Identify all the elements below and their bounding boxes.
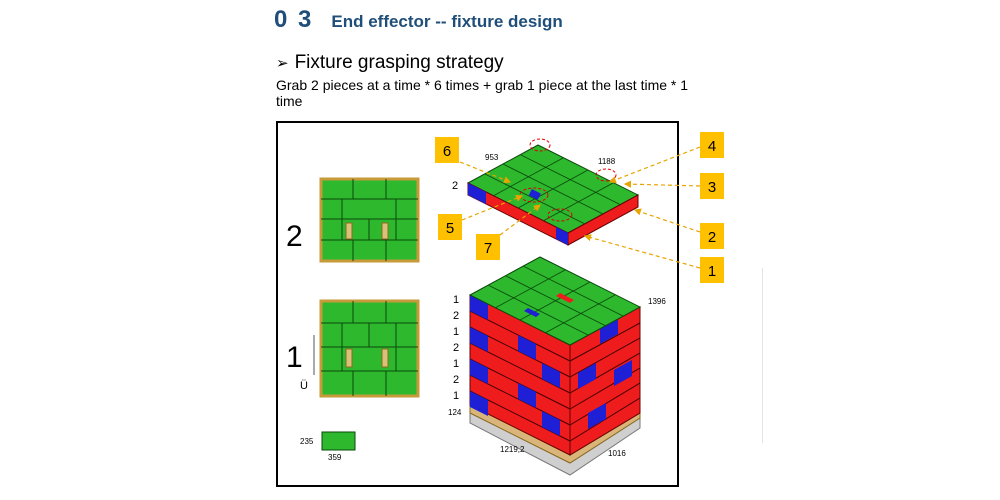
slide-header: 0 3 End effector -- fixture design [274, 6, 563, 34]
top-dim-right-label: 1188 [598, 157, 616, 166]
layer-2-pattern [319, 177, 420, 263]
subheading: ➢ Fixture grasping strategy [276, 52, 504, 74]
pallet-height-label: 124 [448, 408, 462, 417]
top-layer-label: 2 [452, 180, 458, 192]
stack-layer-labels: 1 2 1 2 1 2 1 [453, 294, 459, 402]
box-width-label: 235 [300, 437, 314, 446]
layer-1-label: 1 [286, 341, 303, 374]
callout-label: 2 [708, 229, 716, 246]
callout-6: 6 [435, 137, 459, 163]
stack-layer-label: 1 [453, 294, 459, 306]
callout-label: 7 [484, 240, 492, 257]
stack-layer-label: 1 [453, 390, 459, 402]
description-text: Grab 2 pieces at a time * 6 times + grab… [276, 77, 689, 109]
callout-3: 3 [700, 173, 724, 199]
callout-4: 4 [700, 132, 724, 158]
callout-label: 5 [446, 220, 454, 237]
callout-label: 6 [443, 143, 451, 160]
layer-2-label: 2 [286, 220, 303, 253]
top-layer-isometric [466, 138, 640, 246]
leader-lines [459, 146, 701, 269]
pallet-stack [468, 256, 642, 476]
stack-layer-label: 2 [453, 374, 459, 386]
callout-label: 4 [708, 138, 716, 155]
layer-1-pattern [319, 299, 420, 398]
arrow-bullet-icon: ➢ [276, 55, 289, 72]
divider-line [762, 268, 763, 443]
layer-1-sub-label: Ü [300, 380, 308, 392]
stack-height-label: 1396 [648, 297, 666, 306]
callout-5: 5 [438, 214, 462, 240]
stack-layer-label: 2 [453, 342, 459, 354]
pallet-length-label: 1219,2 [500, 445, 525, 454]
stack-layer-label: 1 [453, 358, 459, 370]
callout-1: 1 [700, 257, 724, 283]
box-length-label: 359 [328, 453, 342, 462]
section-number: 0 3 [274, 6, 314, 33]
stack-layer-label: 1 [453, 326, 459, 338]
callout-7: 7 [476, 234, 500, 260]
callout-label: 3 [708, 179, 716, 196]
single-box [321, 431, 356, 451]
slide-title: End effector -- fixture design [331, 12, 563, 31]
callout-label: 1 [708, 263, 716, 280]
pallet-width-label: 1016 [608, 449, 626, 458]
subheading-text: Fixture grasping strategy [294, 52, 504, 73]
callout-2: 2 [700, 223, 724, 249]
stack-layer-label: 2 [453, 310, 459, 322]
top-dim-left-label: 953 [485, 153, 499, 162]
